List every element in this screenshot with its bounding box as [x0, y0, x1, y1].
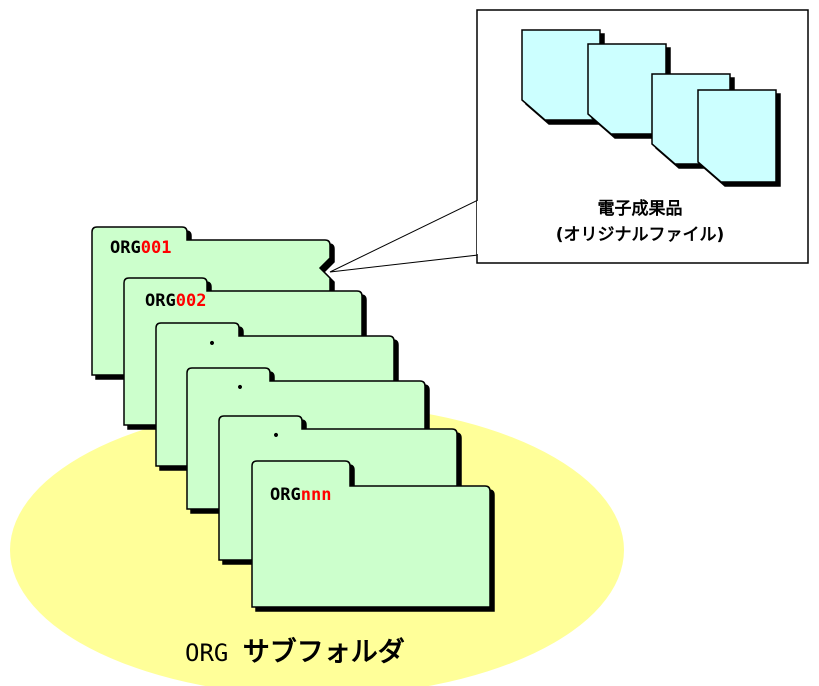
folder-icon	[251, 460, 491, 608]
folder-label-number: nnn	[301, 485, 332, 505]
callout-title: 電子成果品	[598, 198, 683, 219]
folder-label-number: 001	[141, 238, 172, 258]
folder-label-prefix: ORG	[110, 238, 141, 258]
subfolder-label-prefix: ORG	[185, 639, 243, 667]
folder-label-org001: ORG001	[110, 238, 171, 258]
ellipsis-dot: •	[272, 428, 280, 444]
folder-label-orgnnn: ORGnnn	[270, 485, 331, 505]
document-icon	[587, 43, 667, 135]
folder-label-number: 002	[176, 291, 207, 311]
ellipsis-dot: •	[208, 336, 216, 352]
folder-label-org002: ORG002	[145, 291, 206, 311]
document-icon	[521, 29, 601, 121]
folder-stack	[91, 226, 491, 608]
document-icon	[697, 89, 777, 183]
folder-label-prefix: ORG	[270, 485, 301, 505]
subfolder-label: ORG サブフォルダ	[185, 636, 405, 668]
subfolder-label-text: サブフォルダ	[243, 636, 405, 668]
ellipsis-dot: •	[236, 380, 244, 396]
document-icons	[521, 29, 777, 183]
folder-label-prefix: ORG	[145, 291, 176, 311]
callout-subtitle: (オリジナルファイル)	[556, 225, 725, 245]
callout-pointer	[329, 199, 479, 273]
